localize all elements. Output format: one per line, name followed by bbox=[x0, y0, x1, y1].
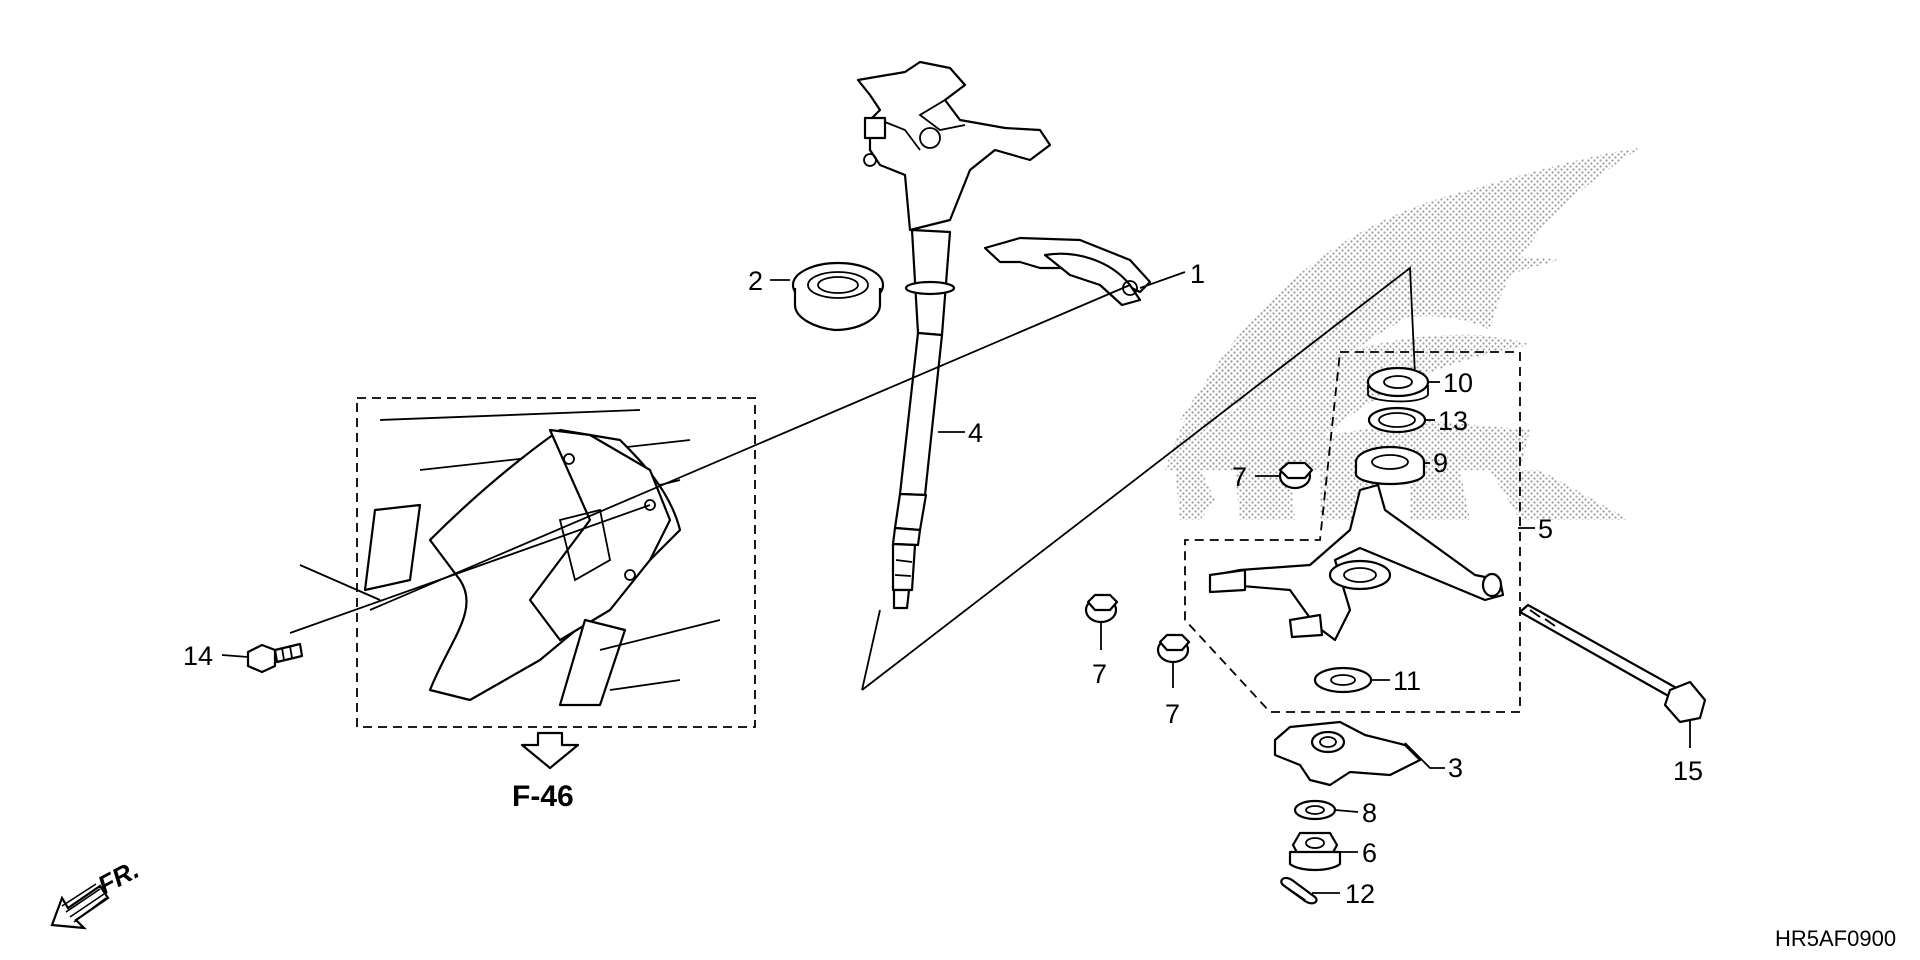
washer bbox=[1293, 799, 1337, 821]
reference-label: F-46 bbox=[512, 780, 574, 813]
castle-nut bbox=[1288, 831, 1342, 872]
leader-lines bbox=[221, 271, 1691, 894]
callout-5: 5 bbox=[1538, 514, 1553, 544]
callout-15: 15 bbox=[1673, 756, 1703, 786]
flange-nut-2 bbox=[1084, 593, 1119, 624]
callout-14: 14 bbox=[183, 641, 213, 671]
front-direction-arrow-icon bbox=[50, 883, 110, 930]
flange-bolt-short bbox=[246, 642, 304, 674]
frame-section bbox=[299, 397, 756, 728]
callout-4: 4 bbox=[968, 418, 983, 448]
callout-1: 1 bbox=[1190, 259, 1205, 289]
cotter-pin bbox=[1280, 876, 1318, 905]
honda-wing-watermark bbox=[1165, 148, 1640, 520]
circlip bbox=[1367, 406, 1427, 434]
callout-10: 10 bbox=[1443, 368, 1473, 398]
oil-seal-lower bbox=[1313, 666, 1373, 694]
shaft-bracket bbox=[1208, 483, 1505, 642]
callout-12: 12 bbox=[1345, 879, 1375, 909]
oil-seal-top bbox=[1366, 366, 1430, 403]
lower-bracket-box bbox=[1184, 351, 1521, 713]
flange-nut-1 bbox=[1278, 461, 1314, 490]
flange-bolt-long bbox=[1518, 603, 1707, 724]
shaft-holder bbox=[983, 236, 1152, 307]
callout-7a: 7 bbox=[1232, 462, 1247, 492]
callout-11: 11 bbox=[1393, 666, 1421, 696]
callout-7b: 7 bbox=[1092, 659, 1107, 689]
dust-seal bbox=[791, 261, 885, 332]
down-arrow-icon bbox=[520, 731, 580, 770]
callout-13: 13 bbox=[1438, 406, 1468, 436]
steering-shaft bbox=[856, 60, 1052, 610]
assembly-guide-lines bbox=[861, 266, 1416, 691]
flange-nut-3 bbox=[1156, 633, 1191, 664]
callout-2: 2 bbox=[748, 266, 763, 296]
callout-7c: 7 bbox=[1165, 699, 1180, 729]
lower-holder bbox=[1273, 720, 1422, 787]
callout-3: 3 bbox=[1448, 753, 1463, 783]
diagram-code: HR5AF0900 bbox=[1775, 926, 1896, 951]
callout-8: 8 bbox=[1362, 798, 1377, 828]
callout-6: 6 bbox=[1362, 838, 1377, 868]
callout-9: 9 bbox=[1433, 448, 1448, 478]
bearing bbox=[1354, 445, 1426, 486]
